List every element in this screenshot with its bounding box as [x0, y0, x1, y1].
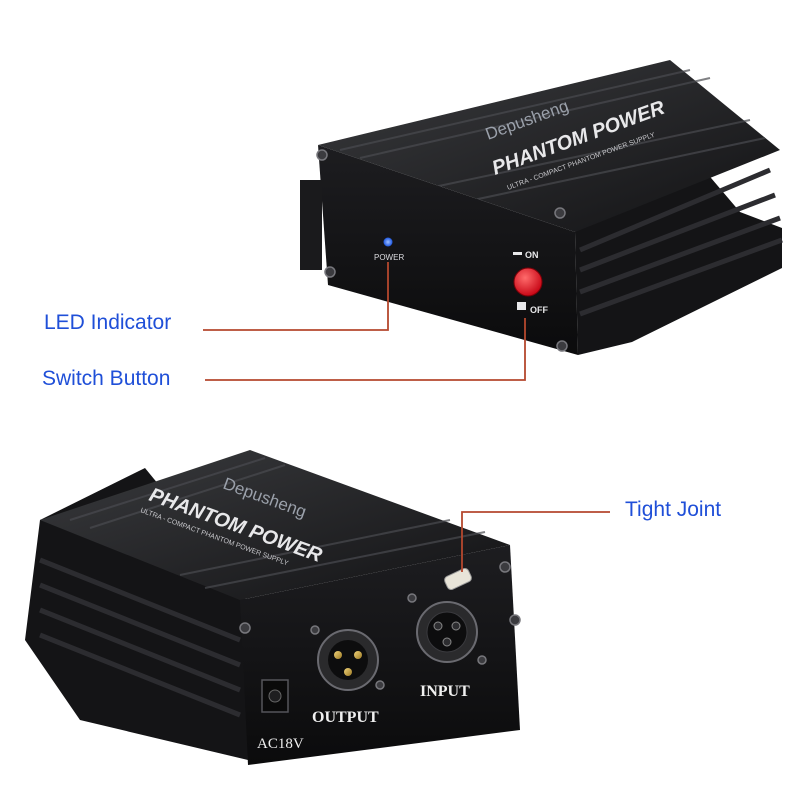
output-label: OUTPUT — [312, 709, 379, 726]
led-indicator — [383, 237, 393, 247]
led-callout-line — [203, 262, 389, 331]
top-device-front-face — [318, 145, 578, 355]
switch-button[interactable] — [513, 267, 543, 297]
bottom-device: Depusheng PHANTOM POWER ULTRA - COMPACT … — [25, 450, 521, 765]
switch-off-label: OFF — [530, 305, 548, 315]
bottom-device-front-face — [240, 545, 520, 765]
led-indicator-callout: LED Indicator — [44, 311, 172, 334]
switch-button-callout: Switch Button — [42, 367, 171, 390]
top-device-fins — [579, 167, 783, 317]
bottom-device-screws — [239, 561, 521, 690]
top-device: Depusheng PHANTOM POWER ULTRA - COMPACT … — [300, 60, 783, 355]
switch-on-label: ON — [525, 250, 539, 260]
dc-label: AC18V — [257, 736, 304, 752]
joint-callout-line — [461, 511, 610, 572]
callout-lines — [203, 262, 610, 572]
bottom-device-top-face — [40, 450, 510, 600]
tight-joint-latch — [444, 567, 472, 591]
led-label: POWER — [374, 253, 404, 262]
top-device-screws — [316, 149, 568, 352]
top-device-top-face — [318, 60, 780, 232]
input-label: INPUT — [420, 683, 470, 700]
switch-callout-line — [205, 318, 526, 381]
bottom-device-fins — [39, 557, 241, 718]
tight-joint-callout: Tight Joint — [625, 498, 722, 521]
